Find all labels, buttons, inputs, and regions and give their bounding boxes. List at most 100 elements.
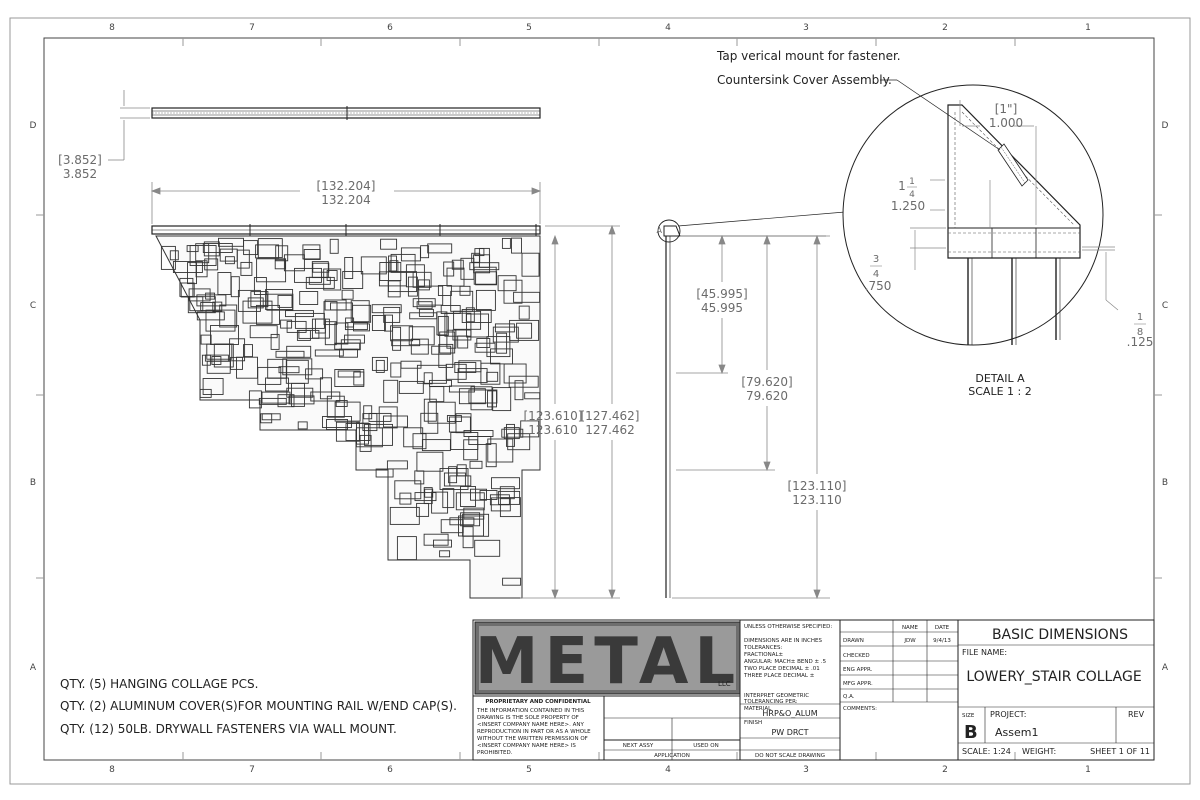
collage-piece [491, 477, 520, 490]
collage-piece [503, 279, 523, 304]
collage-piece [501, 428, 524, 438]
detail-callout-letter: A [657, 226, 663, 235]
interpret-line: TOLERANCING PER: [743, 699, 798, 705]
collage-piece [250, 291, 269, 308]
proprietary-line: PROHIBITED. [477, 750, 513, 756]
collage-piece [492, 387, 512, 412]
collage-piece [424, 488, 434, 498]
collage-piece [427, 401, 456, 424]
collage-piece [371, 304, 402, 314]
collage-piece [277, 294, 293, 308]
collage-piece [475, 289, 496, 311]
collage-piece [396, 536, 417, 561]
collage-piece [270, 333, 280, 350]
collage-piece [344, 334, 365, 344]
collage-piece [256, 258, 287, 283]
detail-dimensions [910, 100, 1119, 311]
collage-piece [431, 491, 449, 514]
detail-1in-bracket: [1"] [995, 102, 1018, 116]
collage-piece [312, 262, 330, 273]
collage-piece [256, 304, 280, 325]
note-countersink: Countersink Cover Assembly. [717, 73, 892, 87]
collage-piece [383, 379, 399, 403]
title-block [472, 619, 1155, 761]
collage-piece [205, 292, 216, 300]
collage-piece [294, 267, 322, 283]
collage-piece [199, 388, 212, 398]
collage-piece [323, 268, 342, 291]
collage-piece [423, 398, 437, 422]
drawn-date: 9/4/13 [933, 638, 951, 644]
overall-width-value: 132.204 [321, 193, 371, 207]
detail-title: DETAIL A [975, 372, 1025, 385]
outer-border [9, 17, 1191, 785]
zone-col-label: 8 [109, 765, 115, 775]
note-tap-mount: Tap verical mount for fastener. [716, 49, 901, 63]
collage-piece [446, 415, 462, 422]
collage-piece [497, 275, 517, 292]
do-not-scale-label: DO NOT SCALE DRAWING [755, 753, 825, 759]
file-name-value: LOWERY_STAIR COLLAGE [966, 669, 1141, 685]
collage-piece [202, 378, 224, 395]
collage-piece [460, 512, 481, 527]
zone-col-label: 5 [526, 23, 532, 33]
collage-piece [211, 356, 222, 365]
collage-piece [302, 244, 321, 260]
collage-piece [499, 497, 521, 518]
collage-piece [335, 400, 348, 407]
collage-piece [280, 319, 293, 329]
collage-piece [352, 304, 372, 323]
zone-col-label: 5 [526, 765, 532, 775]
collage-piece [502, 577, 522, 586]
collage-piece [511, 237, 522, 254]
collage-piece [378, 406, 398, 429]
collage-piece [305, 276, 335, 289]
collage-piece [414, 492, 437, 502]
collage-piece [470, 386, 493, 411]
side-dim1-value: 45.995 [701, 301, 743, 315]
zone-row-label: D [30, 121, 37, 131]
zone-row-label: C [1162, 301, 1168, 311]
collage-piece [189, 296, 204, 312]
collage-piece [160, 245, 176, 270]
file-name-label: FILE NAME: [962, 648, 1007, 657]
collage-piece [326, 419, 348, 430]
detail-1in-value: 1.000 [989, 116, 1023, 130]
collage-piece [384, 314, 393, 332]
collage-piece [501, 237, 511, 249]
proprietary-line: WITHOUT THE WRITTEN PERMISSION OF [477, 736, 588, 742]
side-dim2-value: 79.620 [746, 389, 788, 403]
detail-3q-decimal: .750 [865, 279, 892, 293]
collage-piece [474, 539, 501, 557]
collage-piece [375, 468, 394, 478]
collage-piece [230, 276, 240, 298]
collage-piece [196, 294, 227, 307]
collage-piece [392, 326, 402, 351]
drawing-title: BASIC DIMENSIONS [992, 627, 1128, 643]
collage-piece [371, 356, 388, 371]
zone-row-label: B [1162, 478, 1168, 488]
collage-piece [195, 260, 208, 278]
collage-piece [286, 387, 314, 398]
collage-piece [353, 371, 365, 386]
collage-piece [297, 421, 308, 430]
collage-piece [389, 506, 420, 525]
collage-piece [420, 412, 439, 434]
collage-piece [310, 391, 341, 402]
collage-piece [450, 290, 474, 312]
collage-height-value: 123.610 [528, 423, 578, 437]
collage-piece [480, 362, 501, 385]
collage-piece [412, 271, 432, 288]
collage-piece [486, 371, 499, 382]
proprietary-line: THE INFORMATION CONTAINED IN THIS [476, 708, 585, 714]
zone-labels: 8 7 6 5 4 3 2 1 8 7 6 5 4 3 2 1 D C B A … [30, 23, 1169, 775]
collage-piece [286, 345, 312, 358]
side-dim1-bracket: [45.995] [696, 287, 747, 301]
tolerance-line: FRACTIONAL± [744, 652, 784, 658]
collage-piece [383, 306, 401, 323]
collage-piece [240, 261, 253, 276]
collage-piece [247, 297, 264, 309]
collage-piece [417, 279, 430, 291]
used-on-label: USED ON [693, 743, 718, 749]
